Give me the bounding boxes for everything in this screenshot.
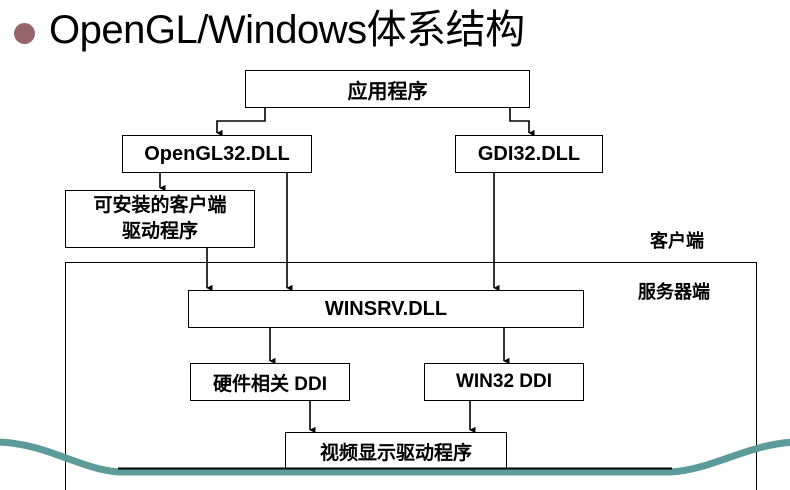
block-label-line1: 可安装的客户端 (93, 195, 227, 216)
block-winsrv-dll[interactable]: WINSRV.DLL (188, 290, 584, 328)
block-hardware-related-ddi[interactable]: 硬件相关 DDI (190, 363, 350, 401)
block-label: GDI32.DLL (477, 142, 581, 165)
page-title: OpenGL/Windows体系结构 (49, 8, 525, 52)
block-label: 应用程序 (347, 80, 428, 103)
block-win32-ddi[interactable]: WIN32 DDI (424, 363, 584, 401)
block-label: 硬件相关 DDI (212, 373, 327, 395)
block-application-program[interactable]: 应用程序 (245, 70, 530, 108)
block-label: 视频显示驱动程序 (319, 442, 472, 464)
block-label: OpenGL32.DLL (144, 142, 290, 165)
label-server-side: 服务器端 (638, 282, 710, 302)
slide-title: OpenGL/Windows体系结构 (14, 6, 525, 54)
label-client-side: 客户端 (650, 231, 704, 251)
block-label-line2: 驱动程序 (121, 221, 198, 242)
bullet-circle-icon (14, 22, 35, 44)
server-side-region (65, 262, 757, 490)
block-installable-client-driver[interactable]: 可安装的客户端 驱动程序 (65, 190, 255, 248)
block-gdi32-dll[interactable]: GDI32.DLL (455, 135, 603, 173)
block-video-display-driver[interactable]: 视频显示驱动程序 (285, 432, 507, 470)
block-label: 可安装的客户端 驱动程序 (93, 193, 226, 245)
block-opengl32-dll[interactable]: OpenGL32.DLL (122, 135, 312, 173)
block-label: WINSRV.DLL (324, 297, 448, 320)
block-label: WIN32 DDI (455, 371, 553, 392)
